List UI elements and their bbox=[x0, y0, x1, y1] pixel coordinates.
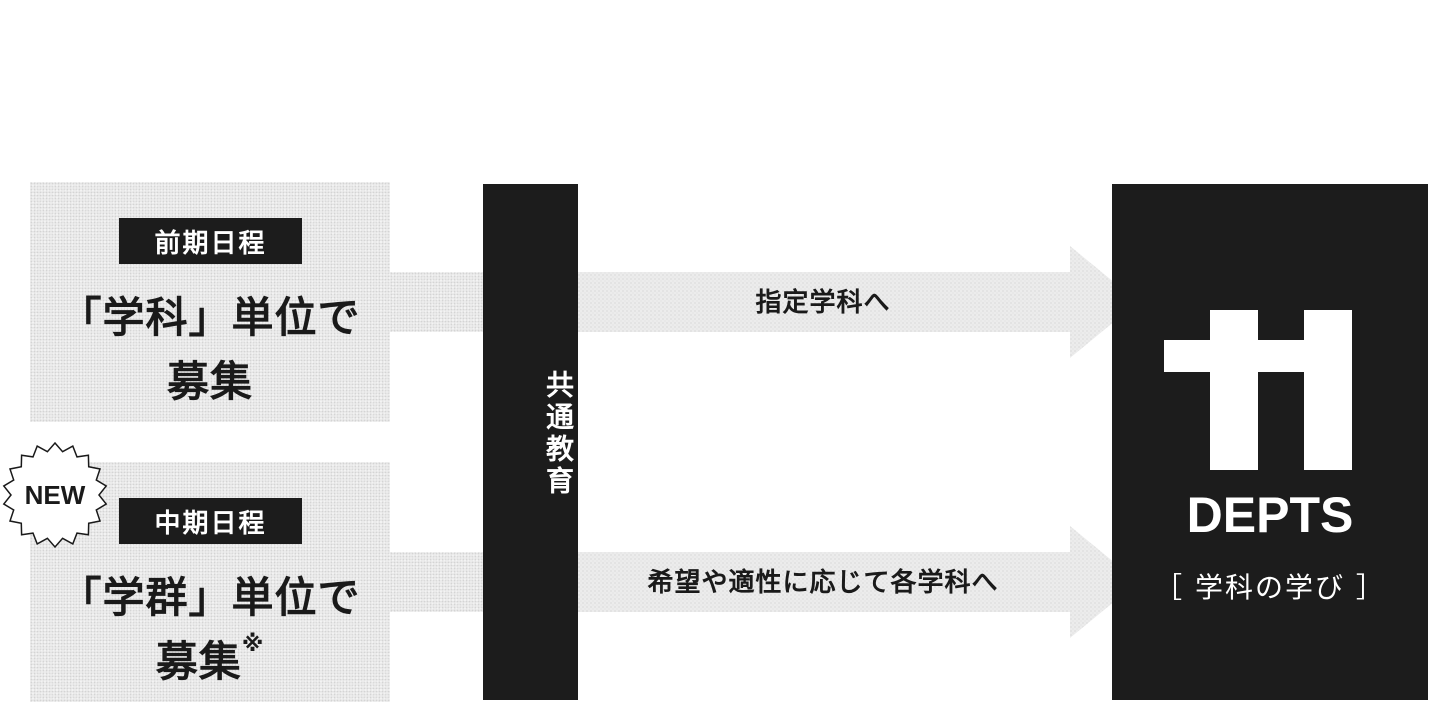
depts-subtitle: ［ 学科の学び ］ bbox=[1154, 571, 1386, 604]
common-education-label: 共通教育 bbox=[542, 370, 575, 498]
big-number-11 bbox=[1164, 310, 1352, 470]
arrow-top: 指定学科へ bbox=[578, 246, 1138, 358]
depts-word: DEPTS bbox=[1186, 487, 1354, 543]
early-schedule-line1: 「学科」単位で bbox=[59, 293, 361, 342]
mid-schedule-box: 中期日程 「学群」単位で 募集※ bbox=[30, 462, 390, 702]
arrow-bottom-label: 希望や適性に応じて各学科へ bbox=[647, 568, 999, 598]
new-badge-label: NEW bbox=[24, 480, 86, 510]
early-schedule-tag: 前期日程 bbox=[119, 218, 302, 264]
early-schedule-box: 前期日程 「学科」単位で 募集 bbox=[30, 182, 390, 422]
arrow-bottom: 希望や適性に応じて各学科へ bbox=[578, 526, 1138, 638]
new-badge: NEW bbox=[0, 440, 110, 550]
mid-schedule-line1: 「学群」単位で bbox=[59, 573, 361, 622]
early-schedule-line2: 募集 bbox=[166, 357, 253, 406]
arrow-right-icon bbox=[578, 526, 1138, 638]
mid-schedule-tag: 中期日程 bbox=[119, 498, 302, 544]
common-education-bar: 共通教育 bbox=[483, 184, 578, 700]
connector-bottom bbox=[390, 552, 485, 612]
arrow-right-icon bbox=[578, 246, 1138, 358]
note-mark: ※ bbox=[241, 632, 265, 657]
mid-schedule-line2-wrap: 募集※ bbox=[30, 628, 390, 689]
connector-top bbox=[390, 272, 485, 332]
starburst-icon bbox=[2, 441, 108, 549]
departments-box: DEPTS ［ 学科の学び ］ bbox=[1112, 184, 1428, 700]
mid-schedule-line2: 募集 bbox=[155, 637, 242, 686]
arrow-top-label: 指定学科へ bbox=[755, 288, 891, 318]
